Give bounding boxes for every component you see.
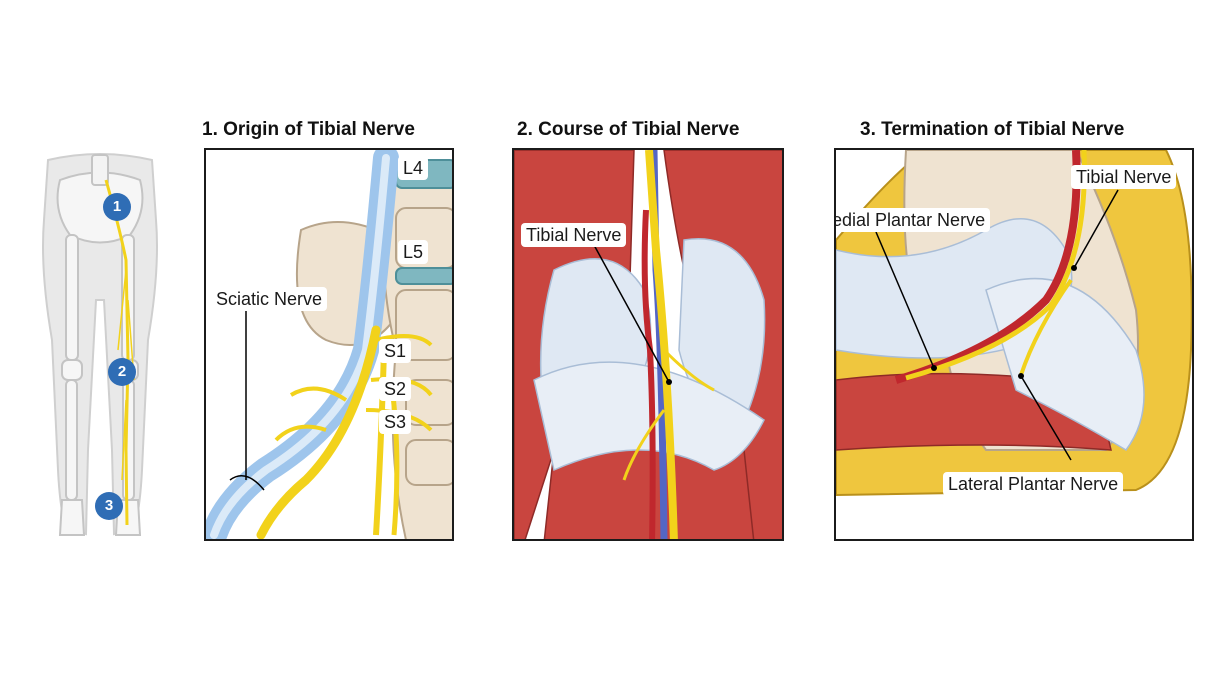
- knee-illustration: [514, 150, 782, 539]
- panel-3-title: 3. Termination of Tibial Nerve: [860, 119, 1125, 140]
- label-s1: S1: [379, 339, 412, 363]
- label-tibial-nerve-3: Tibial Nerve: [1071, 165, 1177, 189]
- marker-2: 2: [108, 358, 136, 386]
- panel-1-title: 1. Origin of Tibial Nerve: [202, 119, 415, 140]
- label-l4: L4: [398, 156, 429, 180]
- foot-illustration: [836, 150, 1192, 497]
- panel-2-title: 2. Course of Tibial Nerve: [517, 119, 740, 140]
- label-sciatic-nerve: Sciatic Nerve: [211, 287, 328, 311]
- spine-illustration: [206, 150, 452, 539]
- marker-1: 1: [103, 193, 131, 221]
- skeleton-illustration: [42, 153, 158, 536]
- label-tibial-nerve: Tibial Nerve: [521, 223, 627, 247]
- label-s2: S2: [379, 377, 412, 401]
- body-figure: [30, 150, 170, 545]
- panel-origin: L4 L5 Sciatic Nerve S1 S2 S3: [204, 148, 454, 541]
- label-l5: L5: [398, 240, 429, 264]
- panel-termination: Tibial Nerve Medial Plantar Nerve Latera…: [834, 148, 1194, 541]
- label-medial-plantar-nerve: Medial Plantar Nerve: [836, 208, 991, 232]
- panel-course: Tibial Nerve: [512, 148, 784, 541]
- label-lateral-plantar-nerve: Lateral Plantar Nerve: [943, 472, 1124, 496]
- label-s3: S3: [379, 410, 412, 434]
- marker-3: 3: [95, 492, 123, 520]
